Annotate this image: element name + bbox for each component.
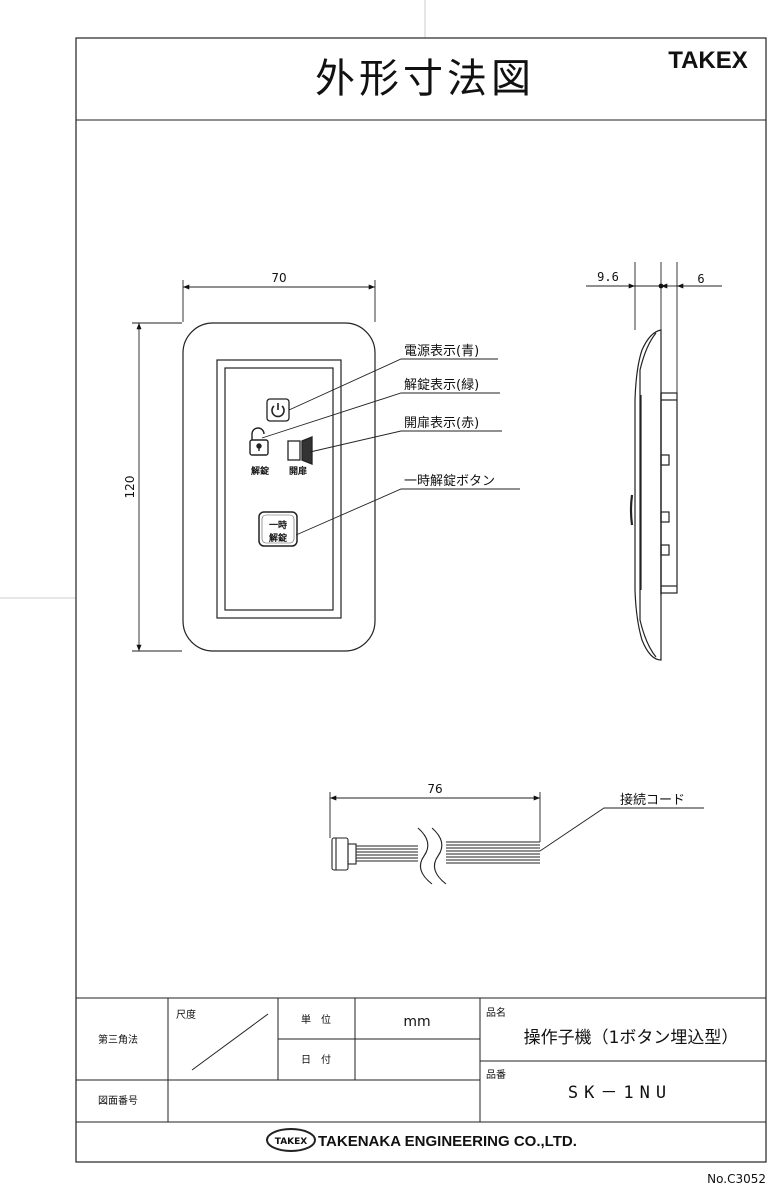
label-button: 一時解錠ボタン	[404, 474, 495, 489]
leader-lines	[261, 358, 520, 536]
cord-length-value: 76	[427, 782, 442, 796]
label-unlock: 解錠表示(緑)	[404, 378, 479, 393]
unlock-button	[258, 511, 298, 547]
company-logo	[266, 1128, 316, 1152]
cord-dimension	[329, 792, 704, 852]
side-view	[629, 329, 678, 661]
door-caption: 開扉	[289, 465, 307, 477]
front-view	[182, 322, 376, 652]
label-power: 電源表示(青)	[404, 344, 479, 359]
drawing-title: 外形寸法図	[315, 56, 535, 102]
company-name: TAKENAKA ENGINEERING CO.,LTD.	[318, 1133, 577, 1150]
scale-label: 尺度	[176, 1008, 196, 1021]
drawing-frame	[75, 37, 767, 1163]
unlock-caption: 解錠	[251, 465, 270, 477]
document-number: No.C3052	[707, 1172, 766, 1186]
side-dim-point	[658, 283, 664, 289]
faceplate-window-outer	[216, 359, 342, 619]
cord-view	[331, 827, 540, 885]
label-door: 開扉表示(赤)	[404, 415, 479, 431]
front-height-dimension	[132, 322, 182, 652]
side-dimension	[586, 262, 722, 395]
power-icon	[266, 398, 290, 422]
title-block-grid	[76, 997, 766, 1123]
unit-value: mm	[403, 1014, 430, 1030]
faceplate-window-inner	[224, 367, 334, 611]
projection-label: 第三角法	[98, 1033, 138, 1046]
faceplate-outline	[182, 322, 376, 652]
product-code-label: 品番	[486, 1069, 506, 1081]
side-dim-left-value: 9.6	[597, 270, 619, 284]
button-text-line1: 一時	[269, 519, 287, 531]
product-code: SK－1NU	[568, 1083, 672, 1103]
cord-label: 接続コード	[620, 792, 685, 808]
unit-label: 単 位	[301, 1013, 331, 1026]
drawing-number-label: 図面番号	[98, 1095, 138, 1107]
product-name-label: 品名	[486, 1006, 506, 1019]
date-label: 日 付	[301, 1053, 331, 1066]
front-width-value: 70	[271, 271, 286, 285]
front-width-dimension	[182, 280, 376, 322]
door-icon	[287, 436, 313, 465]
side-dim-right-value: 6	[697, 272, 704, 286]
button-text-line2: 解錠	[269, 532, 288, 544]
brand-logo: TAKEX	[668, 47, 748, 74]
padlock-icon	[249, 427, 269, 456]
front-height-value: 120	[123, 476, 137, 499]
sheet-guide-lines	[0, 0, 426, 599]
product-name: 操作子機（1ボタン埋込型）	[524, 1028, 739, 1048]
company-logo-text: TAKEX	[275, 1137, 308, 1147]
